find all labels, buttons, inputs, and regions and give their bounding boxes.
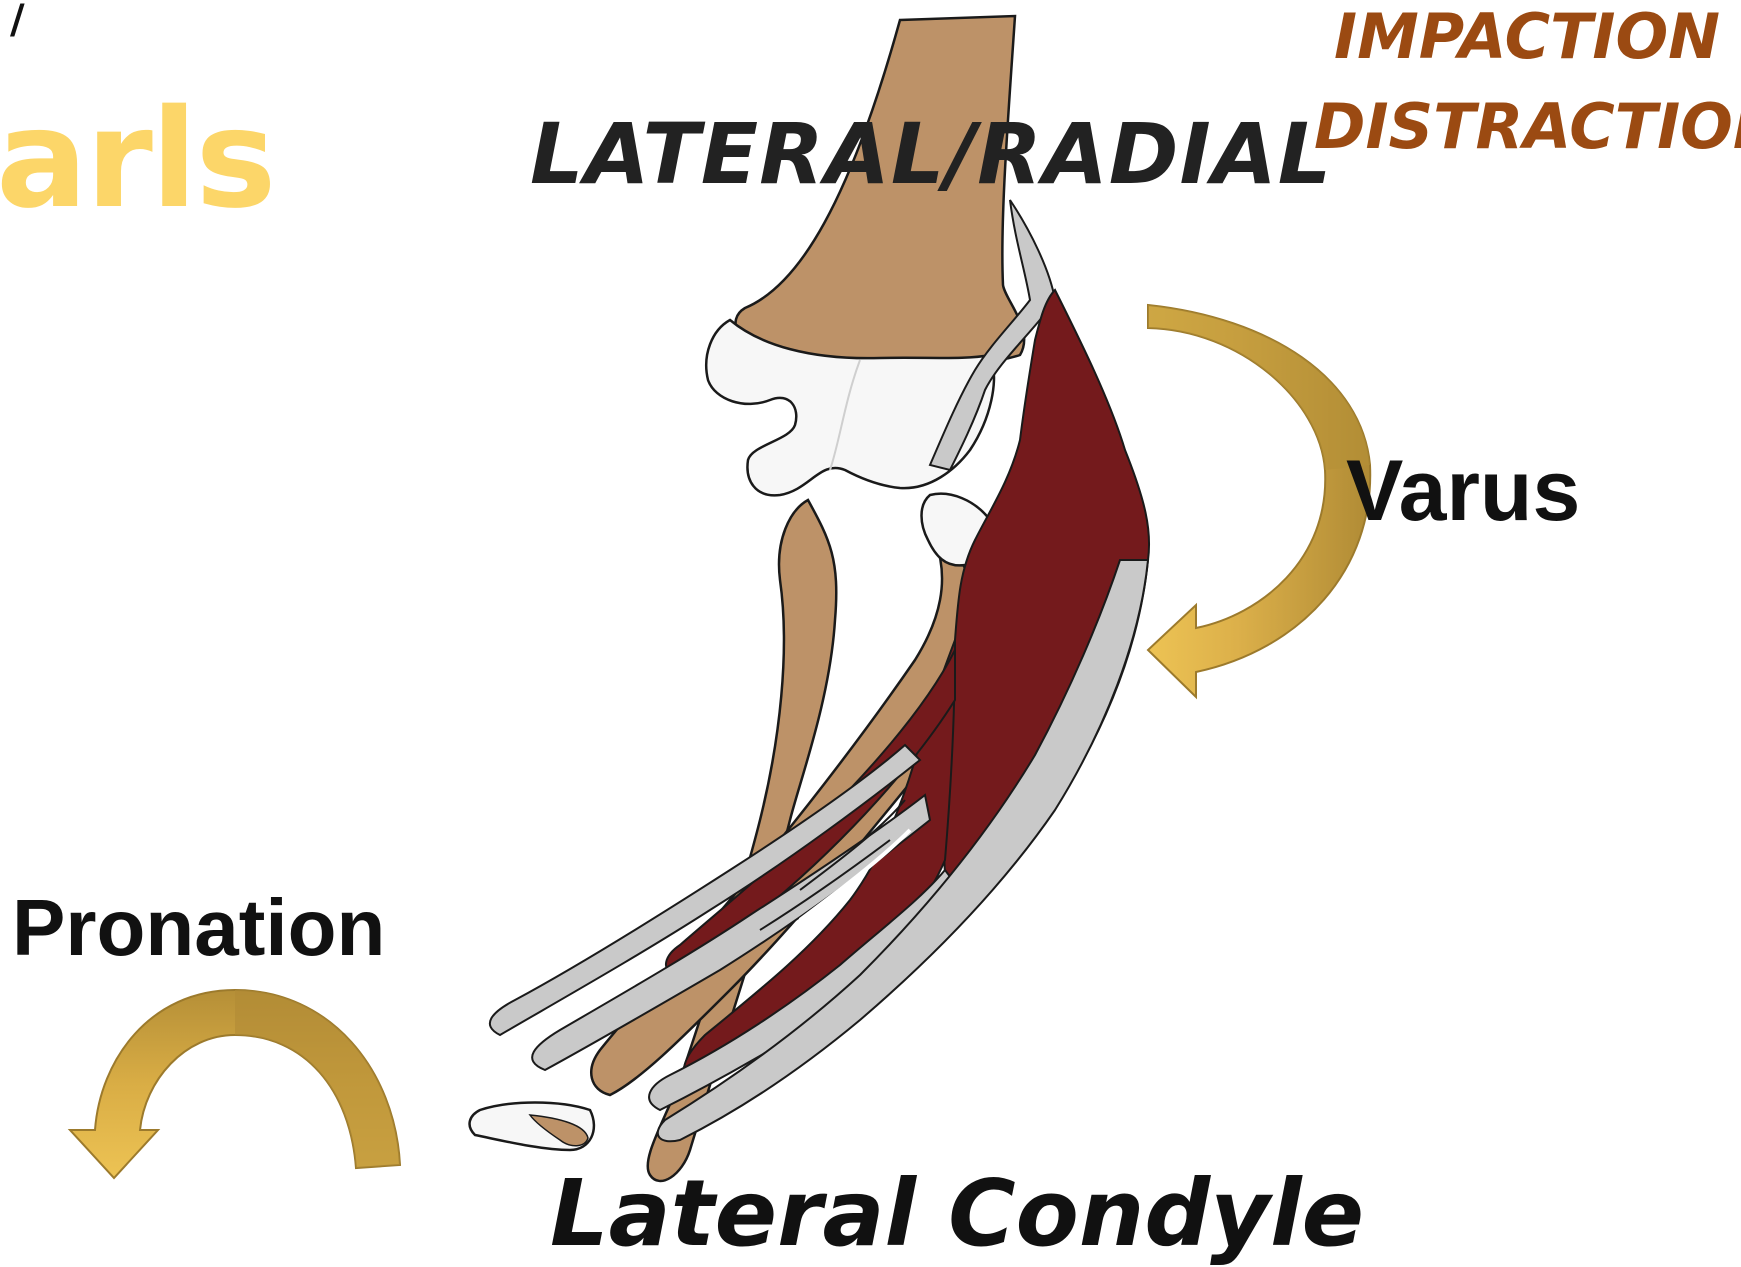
varus-force-label: Varus [1346,448,1580,534]
slide-title-fragment: arls [0,92,274,228]
varus-arrow-icon [1148,305,1370,697]
mechanism-impaction-label: IMPACTION [1334,6,1720,68]
mechanism-distraction-label: DISTRACTION [1314,96,1741,158]
corner-mark: / [10,0,25,40]
view-label: LATERAL/RADIAL [530,112,1332,196]
lateral-condyle-label: Lateral Condyle [550,1168,1364,1260]
pronation-label: Pronation [12,888,385,968]
pronation-arrow-icon [70,990,400,1178]
